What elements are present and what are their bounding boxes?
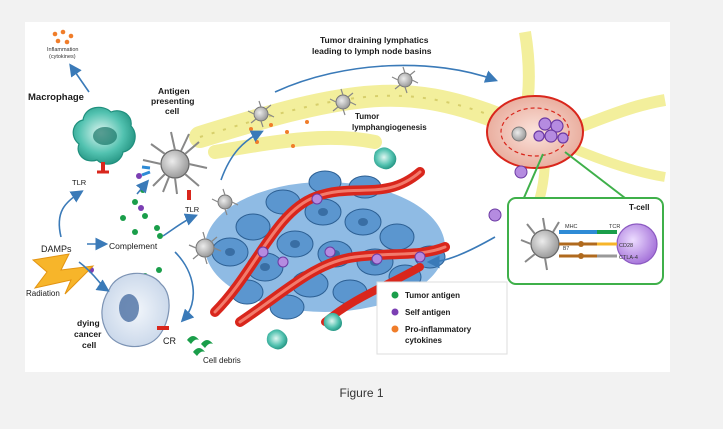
- damps-label: DAMPs: [41, 244, 72, 254]
- legend-item-cytokines: Pro-inflammatory cytokines: [391, 325, 472, 345]
- apc-label-line3: cell: [165, 106, 179, 116]
- inflammation-label-line2: (cytokines): [49, 54, 76, 60]
- macrophage-cell: [72, 106, 136, 174]
- self-antigen-swatch: [391, 308, 399, 316]
- lymphangiogenesis-label-line2: lymphangiogenesis: [352, 123, 427, 132]
- legend-item-self-antigen: Self antigen: [391, 308, 450, 317]
- cr-label: CR: [163, 336, 176, 346]
- self-antigen-markers: [257, 165, 528, 268]
- scattered-macrophages: [266, 147, 397, 350]
- tlr-apc-label: TLR: [185, 205, 200, 214]
- cell-debris: [187, 336, 213, 356]
- radiation-label: Radiation: [26, 289, 60, 298]
- tcr-label: TCR: [609, 224, 620, 230]
- figure-caption: Figure 1: [339, 386, 384, 400]
- ctla4-label: CTLA-4: [619, 255, 638, 261]
- diagram-labels: Inflammation (cytokines) Macrophage Anti…: [26, 35, 649, 365]
- legend-box: [376, 281, 508, 355]
- legend-label: Self antigen: [405, 308, 450, 317]
- pathway-arrows: [58, 63, 499, 323]
- complement-label: Complement: [109, 241, 158, 251]
- tumor-antigen-swatch: [391, 291, 399, 299]
- inflammation-label-line1: Inflammation: [47, 47, 79, 53]
- apc-label-line1: Antigen: [158, 86, 190, 96]
- b7-label: B7: [563, 246, 569, 252]
- macrophage-label: Macrophage: [28, 92, 84, 103]
- legend-item-tumor-antigen: Tumor antigen: [391, 291, 460, 300]
- legend-label: Pro-inflammatory: [405, 325, 472, 334]
- dying-cancer-cell: [101, 272, 170, 348]
- lymphatics-label-line1: Tumor draining lymphatics: [320, 35, 429, 45]
- legend-label-cont: cytokines: [405, 336, 442, 345]
- immune-response-diagram: Inflammation (cytokines) Macrophage Anti…: [26, 29, 667, 365]
- antigen-presenting-cell: [136, 131, 208, 200]
- apc-label-line2: presenting: [151, 96, 194, 106]
- cd28-label: CD28: [619, 243, 633, 249]
- radiation-bolt: [31, 253, 95, 295]
- legend: Tumor antigen Self antigen Pro-inflammat…: [376, 281, 508, 355]
- dying-cell-label-line2: cancer: [74, 329, 102, 339]
- cytokine-dots: [52, 29, 309, 148]
- lymphangiogenesis-label-line1: Tumor: [355, 112, 379, 121]
- dying-cell-label-line1: dying: [77, 318, 100, 328]
- lymph-node: [486, 95, 584, 169]
- legend-label: Tumor antigen: [405, 291, 460, 300]
- tcell-inset: [507, 151, 664, 285]
- mhc-label: MHC: [565, 224, 578, 230]
- cell-debris-label: Cell debris: [203, 356, 241, 365]
- figure-panel: Inflammation (cytokines) Macrophage Anti…: [25, 22, 670, 372]
- tcell-label: T-cell: [629, 203, 649, 212]
- tlr-macrophage-label: TLR: [72, 178, 87, 187]
- apc-in-lymphatics: [188, 66, 419, 265]
- cytokine-swatch: [391, 325, 399, 333]
- dying-cell-label-line3: cell: [82, 340, 96, 350]
- lymphatics-label-line2: leading to lymph node basins: [312, 46, 432, 56]
